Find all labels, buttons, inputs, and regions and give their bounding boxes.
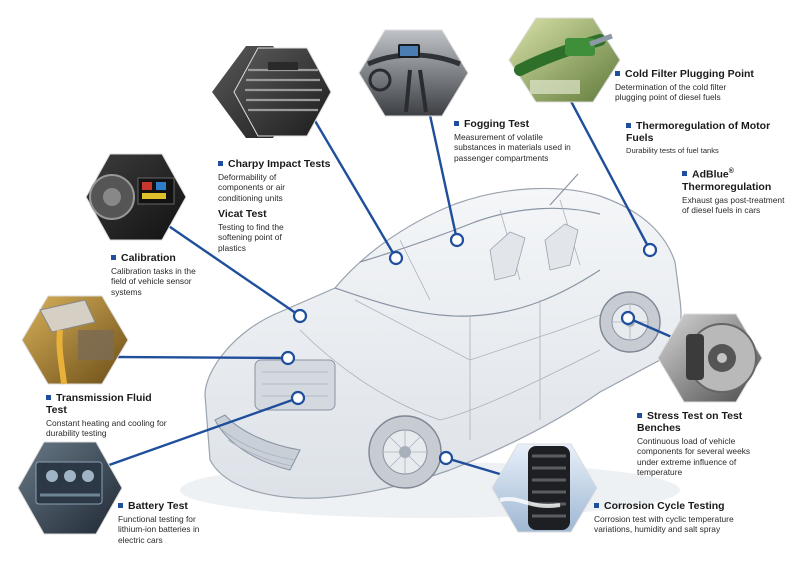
dot-cold-filter xyxy=(642,242,658,258)
calibration-desc: Calibration tasks in the field of vehicl… xyxy=(111,266,196,297)
label-cold-filter: Cold Filter Plugging Point Determination… xyxy=(615,68,787,103)
label-corrosion: Corrosion Cycle Testing Corrosion test w… xyxy=(594,500,744,535)
fogging-title: Fogging Test xyxy=(464,118,530,130)
label-thermoregulation: Thermoregulation of Motor Fuels Durabili… xyxy=(626,120,792,156)
wheel-calibration-photo xyxy=(85,153,187,241)
bullet-square-icon xyxy=(637,412,642,418)
air-vent-photo xyxy=(212,46,332,138)
battery-desc: Functional testing for lithium-ion batte… xyxy=(118,514,200,545)
battery-title: Battery Test xyxy=(128,500,188,512)
bullet-square-icon xyxy=(626,122,631,128)
cold-filter-title: Cold Filter Plugging Point xyxy=(625,68,754,80)
fuel-nozzle-photo xyxy=(508,17,621,103)
stress-title-line2: Benches xyxy=(637,422,681,434)
bullet-square-icon xyxy=(615,70,620,76)
transmission-title-line2: Test xyxy=(46,404,67,416)
charpy-title: Charpy Impact Tests xyxy=(228,158,331,170)
dot-battery xyxy=(290,390,306,406)
bullet-square-icon xyxy=(46,394,51,400)
thermoregulation-title: Thermoregulation of Motor Fuels xyxy=(626,120,771,144)
label-charpy: Charpy Impact Tests Deformability of com… xyxy=(218,158,338,203)
thermoregulation-desc: Durability tests of fuel tanks xyxy=(626,146,719,155)
stress-desc: Continuous load of vehicle components fo… xyxy=(637,436,751,478)
transmission-title: Transmission Fluid xyxy=(56,392,152,404)
bullet-square-icon xyxy=(594,502,599,508)
label-battery: Battery Test Functional testing for lith… xyxy=(118,500,218,545)
bullet-square-icon xyxy=(454,120,459,126)
calibration-title: Calibration xyxy=(121,252,176,264)
car-interior-photo xyxy=(358,29,469,117)
bullet-square-icon xyxy=(111,254,116,260)
dot-charpy xyxy=(388,250,404,266)
transmission-desc: Constant heating and cooling for durabil… xyxy=(46,418,167,439)
bullet-square-icon xyxy=(118,502,123,508)
adblue-title-line2: Thermoregulation xyxy=(682,180,772,193)
label-fogging: Fogging Test Measurement of volatile sub… xyxy=(454,118,584,163)
fogging-desc: Measurement of volatile substances in ma… xyxy=(454,132,571,163)
adblue-title-sup: ® xyxy=(728,168,734,175)
label-vicat: Vicat Test Testing to find the softening… xyxy=(218,208,318,253)
vicat-desc: Testing to find the softening point of p… xyxy=(218,222,284,253)
cold-filter-desc: Determination of the cold filter pluggin… xyxy=(615,82,727,103)
bullet-square-icon xyxy=(682,171,687,177)
adblue-title: AdBlue xyxy=(692,168,729,181)
bullet-square-icon xyxy=(218,160,223,166)
stress-title: Stress Test on Test xyxy=(647,410,743,422)
connectors xyxy=(93,88,692,482)
vicat-title: Vicat Test xyxy=(218,208,267,220)
label-calibration: Calibration Calibration tasks in the fie… xyxy=(111,252,229,297)
dot-corrosion xyxy=(438,450,454,466)
snow-tire-photo xyxy=(491,443,598,533)
brake-disc-photo xyxy=(657,313,763,403)
label-adblue: AdBlue® Thermoregulation Exhaust gas post… xyxy=(682,166,790,215)
adblue-desc: Exhaust gas post-treatment of diesel fue… xyxy=(682,194,785,215)
corrosion-title: Corrosion Cycle Testing xyxy=(604,500,725,512)
corrosion-desc: Corrosion test with cyclic temperature v… xyxy=(594,514,734,535)
dot-transmission xyxy=(280,350,296,366)
dot-fogging xyxy=(449,232,465,248)
battery-module-photo xyxy=(17,441,123,535)
dot-stress xyxy=(620,310,636,326)
dot-calibration xyxy=(292,308,308,324)
charpy-desc: Deformability of components or air condi… xyxy=(218,172,286,203)
connector-dots xyxy=(280,232,658,466)
oil-pour-photo xyxy=(21,295,129,385)
